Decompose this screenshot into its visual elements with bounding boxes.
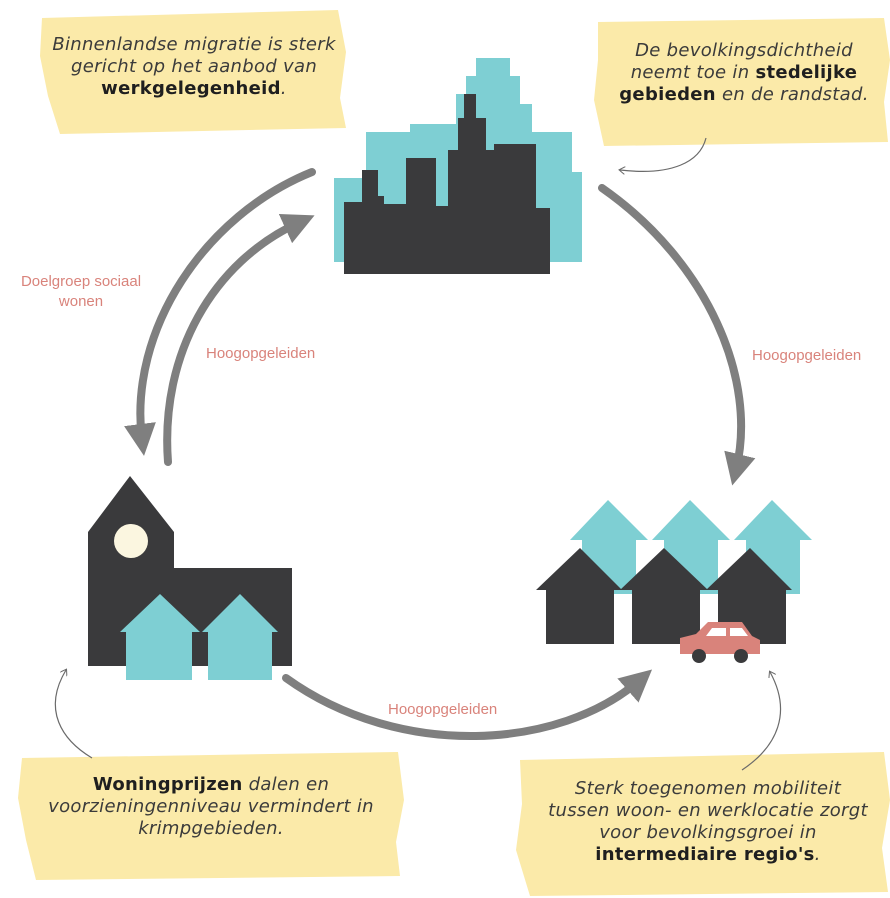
note-bottom-left: Woningprijzen dalen en voorzieningennive…: [36, 774, 386, 840]
note-top-right-text: De bevolkingsdichtheid neemt toe in: [630, 40, 853, 83]
highlight-top-left: [40, 10, 346, 134]
note-top-left-text: Binnenlandse migratie is sterk gericht o…: [52, 34, 336, 77]
suburb-houses-icon: [536, 500, 812, 644]
highlight-bottom-right: [516, 752, 890, 896]
note-bottom-right-bold: intermediaire regio's: [595, 843, 815, 865]
city-skyline-icon: [334, 58, 582, 274]
arrow-city-to-suburb: [598, 184, 756, 486]
highlight-top-right: [594, 18, 890, 146]
flow-label-bottom: Hoogopgeleiden: [388, 701, 498, 718]
flow-label-right: Hoogopgeleiden: [752, 347, 862, 364]
note-bottom-left-end: dalen en voorzieningenniveau vermindert …: [48, 774, 374, 839]
arrow-village-to-suburb: [282, 669, 653, 741]
arrow-village-to-city: [163, 214, 315, 466]
note-top-right-bold: stedelijke gebieden: [619, 61, 858, 105]
car-icon: [680, 622, 760, 663]
pointer-arrow-top-right: [620, 137, 707, 171]
note-bottom-right-text: Sterk toegenomen mobiliteit tussen woon-…: [548, 778, 868, 843]
highlight-bottom-left: [18, 752, 404, 880]
pointer-arrow-bottom-right: [741, 672, 782, 771]
flow-label-left-outer: Doelgroep sociaal wonen: [20, 273, 142, 311]
note-bottom-right: Sterk toegenomen mobiliteit tussen woon-…: [548, 778, 868, 866]
note-top-left: Binnenlandse migratie is sterk gericht o…: [44, 34, 344, 100]
note-top-left-end: .: [280, 77, 287, 99]
note-top-right: De bevolkingsdichtheid neemt toe in sted…: [604, 40, 884, 106]
arrow-city-to-village: [124, 168, 316, 456]
note-top-left-bold: werkgelegenheid: [101, 77, 281, 99]
note-bottom-left-bold: Woningprijzen: [92, 774, 243, 795]
flow-label-left-inner: Hoogopgeleiden: [206, 345, 316, 362]
village-church-icon: [88, 476, 292, 680]
note-bottom-right-end: .: [814, 843, 821, 865]
pointer-arrow-bottom-left: [54, 670, 93, 759]
note-top-right-end: en de randstad.: [715, 83, 869, 105]
